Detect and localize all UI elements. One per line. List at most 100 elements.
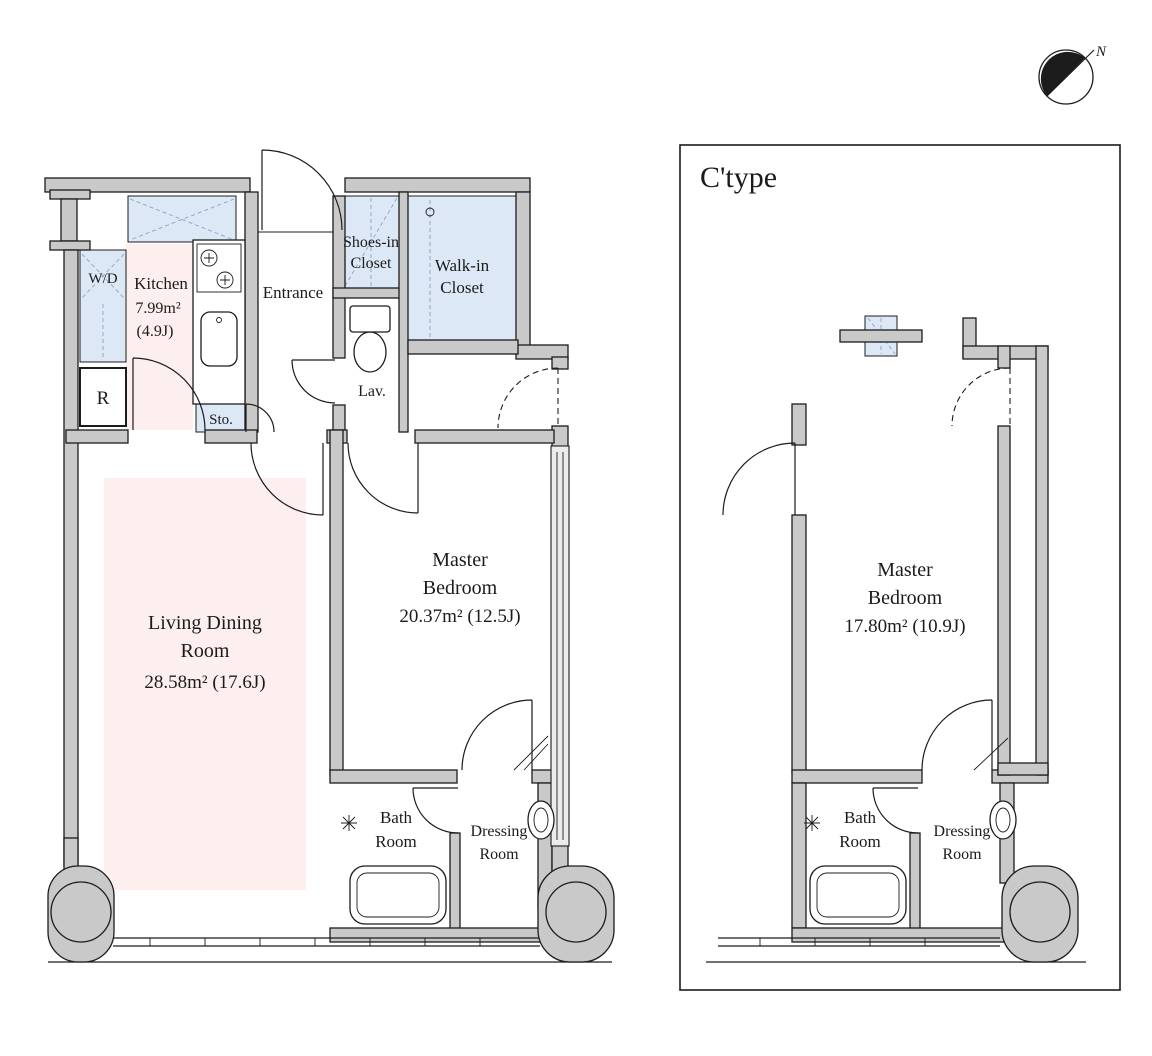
wall-segment	[791, 927, 1017, 943]
refrigerator-label: R	[97, 388, 110, 409]
wall-segment	[332, 195, 346, 359]
wall-segment	[65, 429, 129, 444]
kitchen-door-swing	[132, 357, 206, 431]
wall-segment	[49, 240, 91, 251]
bathtub	[349, 865, 447, 925]
wall-segment	[407, 339, 519, 355]
lavatory-label: Lav.	[358, 383, 386, 400]
plan-a-floors	[104, 244, 306, 890]
wall-segment	[791, 769, 923, 784]
plan-a-fixtures	[79, 231, 555, 925]
wall-segment	[204, 429, 258, 444]
bathtub-inner	[356, 872, 440, 918]
walkin-closet-label: Closet	[440, 278, 484, 297]
walkin-rod-icon	[425, 207, 435, 217]
plan-a-closets	[79, 195, 517, 433]
living-area: 28.58m² (17.6J)	[144, 672, 265, 693]
kitchen-sink	[200, 311, 238, 367]
balcony-door-swing-dashed	[497, 367, 559, 429]
wall-segment	[1035, 345, 1049, 776]
wall-segment	[909, 832, 921, 931]
bath-room-label: Room	[375, 832, 417, 851]
compass-icon: N	[1038, 44, 1107, 105]
wall-segment	[791, 514, 807, 774]
stove-outline	[196, 243, 242, 293]
storage-label: Sto.	[209, 412, 233, 428]
wd-hatch	[81, 253, 125, 358]
window-mullions	[149, 938, 481, 946]
storage-door-swing	[245, 403, 275, 433]
bedroom-door-swing	[722, 442, 796, 516]
living-dining-floor	[104, 478, 306, 890]
wall-segment	[997, 425, 1011, 776]
wd-closet	[79, 249, 127, 363]
wash-basin-inner	[995, 807, 1011, 833]
dressing-door-swing	[461, 699, 533, 771]
cabinet-hatch	[129, 198, 235, 241]
plan-a-doors	[132, 149, 559, 834]
plan-a-window-wall	[550, 445, 570, 847]
wall-segment	[791, 782, 807, 929]
entrance-label: Entrance	[263, 283, 323, 302]
dressing-room-label: Dressing	[934, 823, 991, 840]
shower-icon	[341, 815, 357, 831]
toilet-bowl	[353, 331, 387, 373]
front-door-swing	[261, 149, 343, 231]
wash-basin	[989, 800, 1017, 840]
wall-segment	[332, 287, 406, 299]
wall-segment	[329, 429, 344, 776]
balcony-door-swing-dashed	[951, 367, 1011, 427]
wall-segment	[332, 404, 346, 433]
bathtub	[809, 865, 907, 925]
wall-segment	[244, 191, 259, 433]
bath-room-label: Room	[839, 832, 881, 851]
kitchen-area: 7.99m²	[135, 300, 180, 317]
wall-segment	[791, 403, 807, 446]
refrigerator-box	[79, 367, 127, 427]
master-bedroom-area: 17.80m² (10.9J)	[844, 616, 965, 637]
wall-segment	[997, 345, 1011, 369]
wall-segment	[344, 177, 531, 193]
master-bedroom-label: Master	[877, 559, 933, 581]
stove-burner-icon	[216, 271, 234, 289]
window-glazing-lines	[556, 452, 564, 840]
wash-basin	[527, 800, 555, 840]
wd-label: W/D	[88, 271, 117, 287]
plan-b-doors	[722, 367, 1011, 834]
wall-segment	[49, 189, 91, 200]
burner-cross-marks	[204, 253, 230, 285]
round-pillar	[50, 881, 112, 943]
walkin-closet-label: Walk-in	[435, 256, 490, 275]
north-label: N	[1095, 44, 1107, 60]
wall-segment	[398, 191, 409, 433]
kitchen-label: Kitchen	[134, 274, 188, 293]
wall-segment	[515, 191, 531, 353]
living-door-swing	[250, 442, 324, 516]
shower-icon	[804, 815, 820, 831]
ctype-title: C'type	[700, 161, 777, 194]
dressing-room-label: Room	[942, 846, 982, 863]
shoes-closet-label: Closet	[351, 255, 392, 272]
wall-segment	[414, 429, 555, 444]
wall-segment	[839, 329, 923, 343]
compass-needle	[1040, 51, 1085, 96]
kitchen-tatami: (4.9J)	[137, 323, 174, 340]
lavatory-door-swing	[291, 359, 336, 404]
wall-segment	[329, 927, 555, 943]
dressing-room-label: Dressing	[471, 823, 528, 840]
balcony-window-line	[718, 937, 1000, 947]
dressing-room-label: Room	[479, 846, 519, 863]
wall-segment	[551, 356, 569, 370]
wall-segment	[997, 762, 1049, 776]
master-bedroom-label: Master	[432, 549, 488, 571]
bath-door-swing	[872, 787, 919, 834]
plan-a-labels: W/D Kitchen 7.99m² (4.9J) R Entrance Sto…	[88, 234, 527, 863]
wall-segment	[329, 769, 458, 784]
wall-segment	[44, 177, 251, 193]
wall-segment	[60, 198, 78, 242]
plan-b-balcony	[706, 865, 1086, 963]
round-pillar	[1009, 881, 1071, 943]
wall-segment	[449, 832, 461, 931]
